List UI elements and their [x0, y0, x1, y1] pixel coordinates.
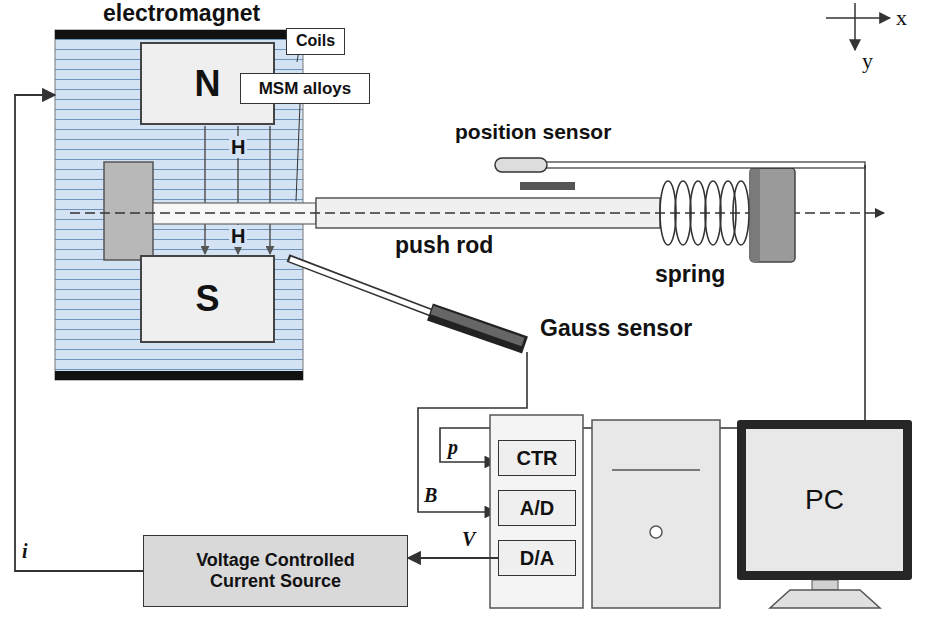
- axis-label: x: [896, 6, 907, 30]
- gauss-probe: [288, 258, 432, 313]
- signal-name: p: [448, 436, 458, 458]
- signal-name: B: [424, 484, 437, 506]
- spring-coil: [733, 181, 749, 245]
- node-text: A/D: [520, 497, 554, 520]
- leader-line: [296, 104, 300, 201]
- spring-coil: [660, 181, 676, 245]
- monitor-box: PC: [737, 420, 912, 580]
- pole-box: S: [140, 255, 275, 343]
- region-heading: electromagnet: [103, 0, 260, 26]
- node-text: CTR: [516, 447, 557, 470]
- node-text: S: [195, 278, 219, 319]
- port-box: CTR: [498, 440, 576, 476]
- spring-coil: [675, 181, 691, 245]
- signal-connector: [15, 95, 143, 571]
- port-box: A/D: [498, 490, 576, 526]
- spring-coil: [690, 181, 706, 245]
- spring-symbol: [660, 181, 749, 245]
- field-label: H: [229, 225, 247, 247]
- monitor-neck: [812, 580, 838, 590]
- callout-box: MSM alloys: [240, 73, 370, 104]
- node-text: N: [195, 63, 221, 104]
- magnet-top-bar: [55, 30, 303, 39]
- sensor-cable: [545, 162, 865, 168]
- part-name: push rod: [395, 233, 493, 258]
- spring-coil: [705, 181, 721, 245]
- sensor-target: [520, 182, 575, 190]
- daq-card: [490, 415, 583, 608]
- node-text: Coils: [296, 32, 335, 50]
- end-block-face: [750, 168, 760, 262]
- axis-arrow: [854, 3, 856, 50]
- signal-connector: [408, 557, 498, 559]
- drive-slot: [612, 469, 700, 471]
- pc-tower: [592, 420, 720, 608]
- part-name: Gauss sensor: [540, 316, 692, 341]
- signal-name: V: [462, 528, 475, 550]
- part-name: spring: [655, 262, 725, 287]
- gauss-probe: [290, 259, 432, 313]
- callout-box: Coils: [286, 28, 345, 55]
- node-text: Voltage Controlled Current Source: [171, 550, 381, 591]
- signal-name: i: [22, 540, 28, 562]
- gauss-sensor-body: [432, 310, 523, 342]
- port-box: D/A: [498, 540, 576, 576]
- field-arrow: [269, 126, 271, 254]
- process-box: Voltage Controlled Current Source: [143, 535, 408, 607]
- axis-arrow: [826, 17, 890, 19]
- node-text: MSM alloys: [259, 79, 352, 99]
- field-label: H: [229, 136, 247, 158]
- end-block: [750, 168, 795, 262]
- node-text: PC: [805, 484, 844, 516]
- push-rod: [316, 198, 660, 228]
- position-sensor-head: [495, 158, 547, 172]
- node-text: D/A: [520, 547, 554, 570]
- field-arrow: [204, 126, 206, 254]
- monitor-stand: [770, 590, 880, 608]
- power-button: [650, 526, 662, 538]
- part-name: position sensor: [455, 120, 611, 143]
- magnet-bottom-bar: [55, 371, 303, 380]
- fixed-block: [104, 162, 153, 260]
- axis-label: y: [862, 49, 873, 73]
